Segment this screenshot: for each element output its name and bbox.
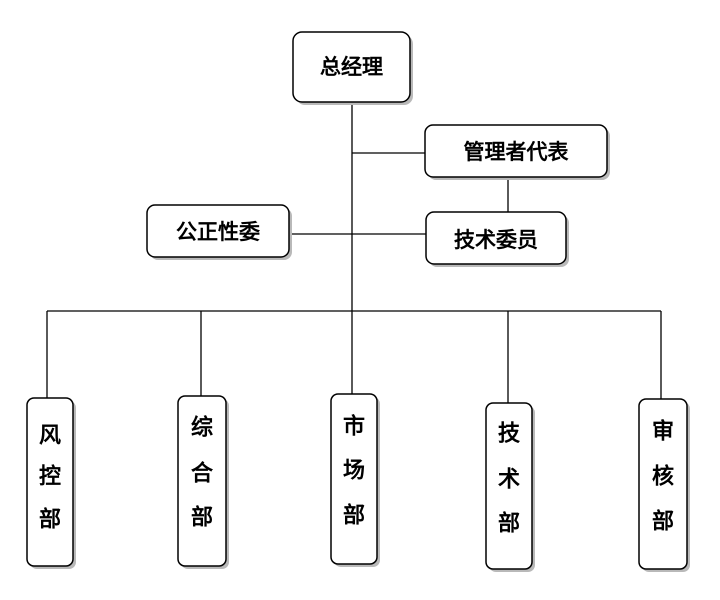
dept-technical-char-1: 技 [498, 422, 521, 447]
dept-technical-char-3: 部 [498, 511, 520, 537]
dept-risk-control-char-3: 部 [39, 507, 61, 533]
dept-risk-control-char-1: 风 [39, 424, 61, 449]
dept-marketing-char-1: 市 [343, 414, 365, 440]
dept-technical-char-2: 术 [498, 468, 520, 493]
impartiality-committee-box: 公正性委 [146, 204, 292, 260]
department-box-marketing: 市 场 部 [330, 393, 380, 567]
dept-general-affairs-char-1: 综 [191, 415, 213, 441]
management-rep-box: 管理者代表 [424, 124, 610, 180]
technical-committee-label: 技术委员 [454, 228, 538, 252]
dept-audit-char-3: 部 [652, 509, 674, 535]
impartiality-committee-label: 公正性委 [176, 220, 260, 244]
dept-risk-control-char-2: 控 [39, 464, 61, 490]
dept-general-affairs-char-2: 合 [191, 461, 214, 487]
management-rep-label: 管理者代表 [464, 140, 570, 164]
general-manager-label: 总经理 [320, 55, 383, 79]
dept-general-affairs-char-3: 部 [191, 505, 213, 531]
department-box-audit: 审 核 部 [638, 398, 690, 572]
general-manager-box: 总经理 [292, 31, 413, 105]
dept-marketing-char-3: 部 [343, 503, 365, 529]
dept-audit-char-2: 核 [652, 464, 674, 490]
department-box-risk-control: 风 控 部 [26, 397, 76, 569]
department-box-general-affairs: 综 合 部 [177, 395, 229, 569]
dept-marketing-char-2: 场 [343, 459, 365, 484]
dept-audit-char-1: 审 [652, 419, 674, 445]
connector-lines [46, 103, 662, 403]
department-box-technical: 技 术 部 [485, 402, 535, 572]
technical-committee-box: 技术委员 [425, 211, 569, 267]
